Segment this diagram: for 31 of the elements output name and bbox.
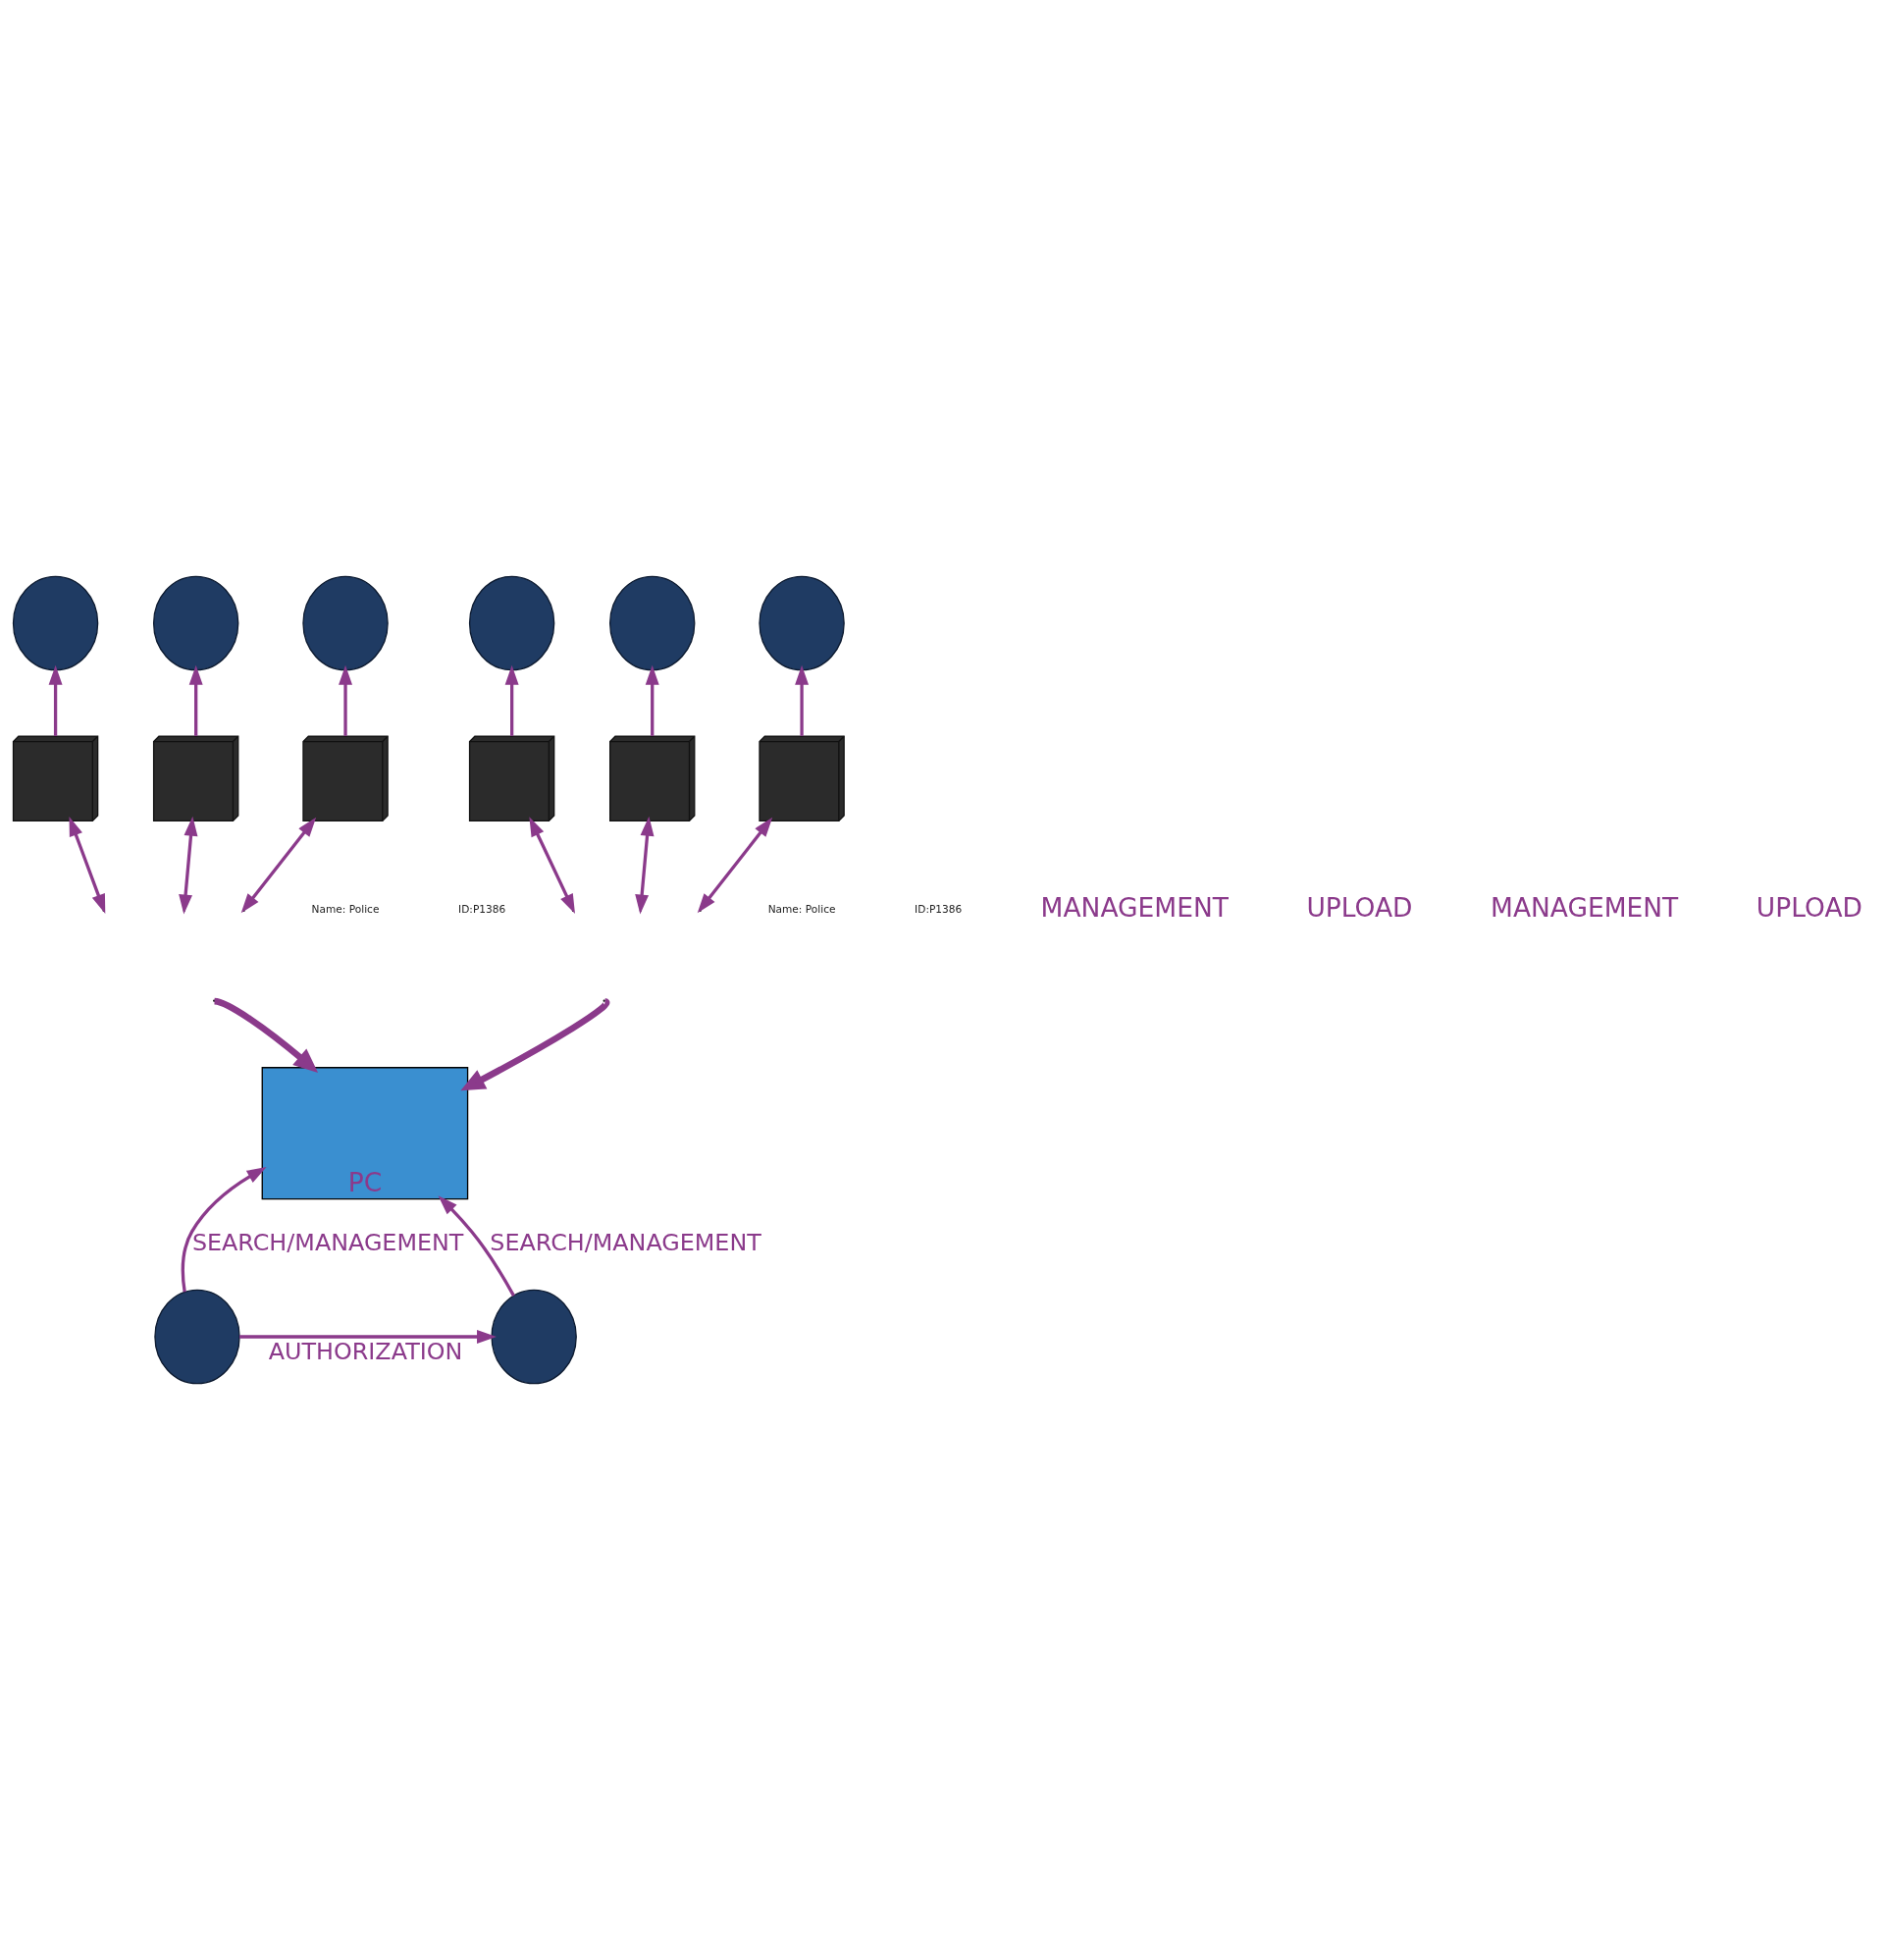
edge-label: AUTHORIZATION [268, 1338, 463, 1366]
arrow [438, 1195, 515, 1297]
node-person [154, 1289, 240, 1385]
edge-label: SEARCH/MANAGEMENT [490, 1228, 761, 1256]
arrow [339, 664, 352, 736]
label: MANAGEMENT [1491, 892, 1679, 924]
node-person [468, 575, 555, 671]
arrow [48, 664, 63, 736]
label: Name: Police [311, 903, 380, 916]
node-person [12, 575, 99, 671]
arrow [504, 664, 519, 736]
label: UPLOAD [1306, 892, 1413, 924]
node-person [759, 575, 845, 671]
node-person [491, 1289, 577, 1385]
label: UPLOAD [1756, 892, 1862, 924]
label: Name: Police [767, 903, 836, 916]
label: ID:P1386 [915, 903, 963, 916]
node-person [152, 575, 239, 671]
arrow [645, 664, 659, 736]
node-person [609, 575, 696, 671]
node-box: PC [261, 1067, 469, 1200]
arrow [795, 664, 810, 736]
node-person [302, 575, 389, 671]
arrow [214, 997, 319, 1073]
arrow [239, 1330, 497, 1344]
label: MANAGEMENT [1040, 892, 1229, 924]
arrow [460, 999, 609, 1091]
arrow [181, 1167, 267, 1293]
label: ID:P1386 [458, 903, 506, 916]
arrow [188, 664, 203, 736]
edge-label: SEARCH/MANAGEMENT [191, 1228, 464, 1256]
